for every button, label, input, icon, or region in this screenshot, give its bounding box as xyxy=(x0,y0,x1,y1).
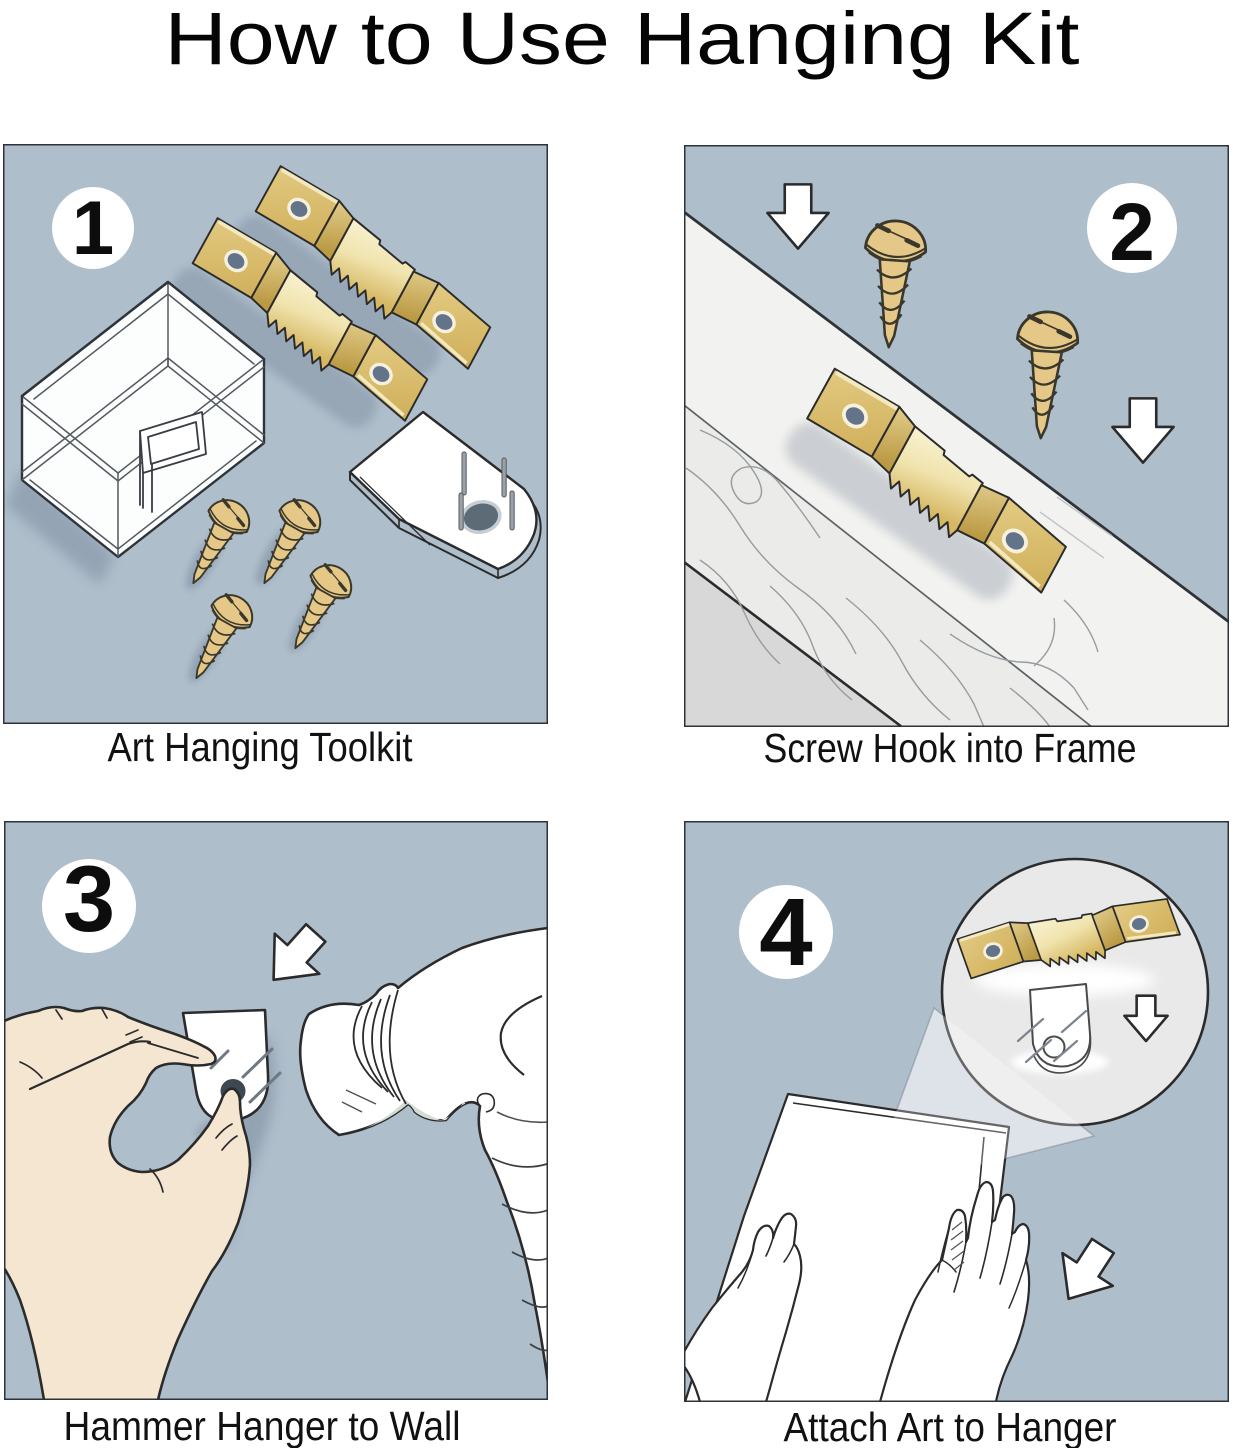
svg-text:1: 1 xyxy=(72,186,114,271)
svg-text:Hammer Hanger to Wall: Hammer Hanger to Wall xyxy=(64,1403,461,1448)
svg-text:3: 3 xyxy=(63,846,115,951)
svg-text:Art Hanging Toolkit: Art Hanging Toolkit xyxy=(108,724,414,770)
svg-text:4: 4 xyxy=(759,879,812,986)
svg-text:Screw Hook into Frame: Screw Hook into Frame xyxy=(764,725,1137,771)
svg-text:How to Use Hanging Kit: How to Use Hanging Kit xyxy=(165,0,1081,80)
svg-text:Attach Art to Hanger: Attach Art to Hanger xyxy=(784,1404,1117,1448)
svg-text:2: 2 xyxy=(1109,187,1155,278)
